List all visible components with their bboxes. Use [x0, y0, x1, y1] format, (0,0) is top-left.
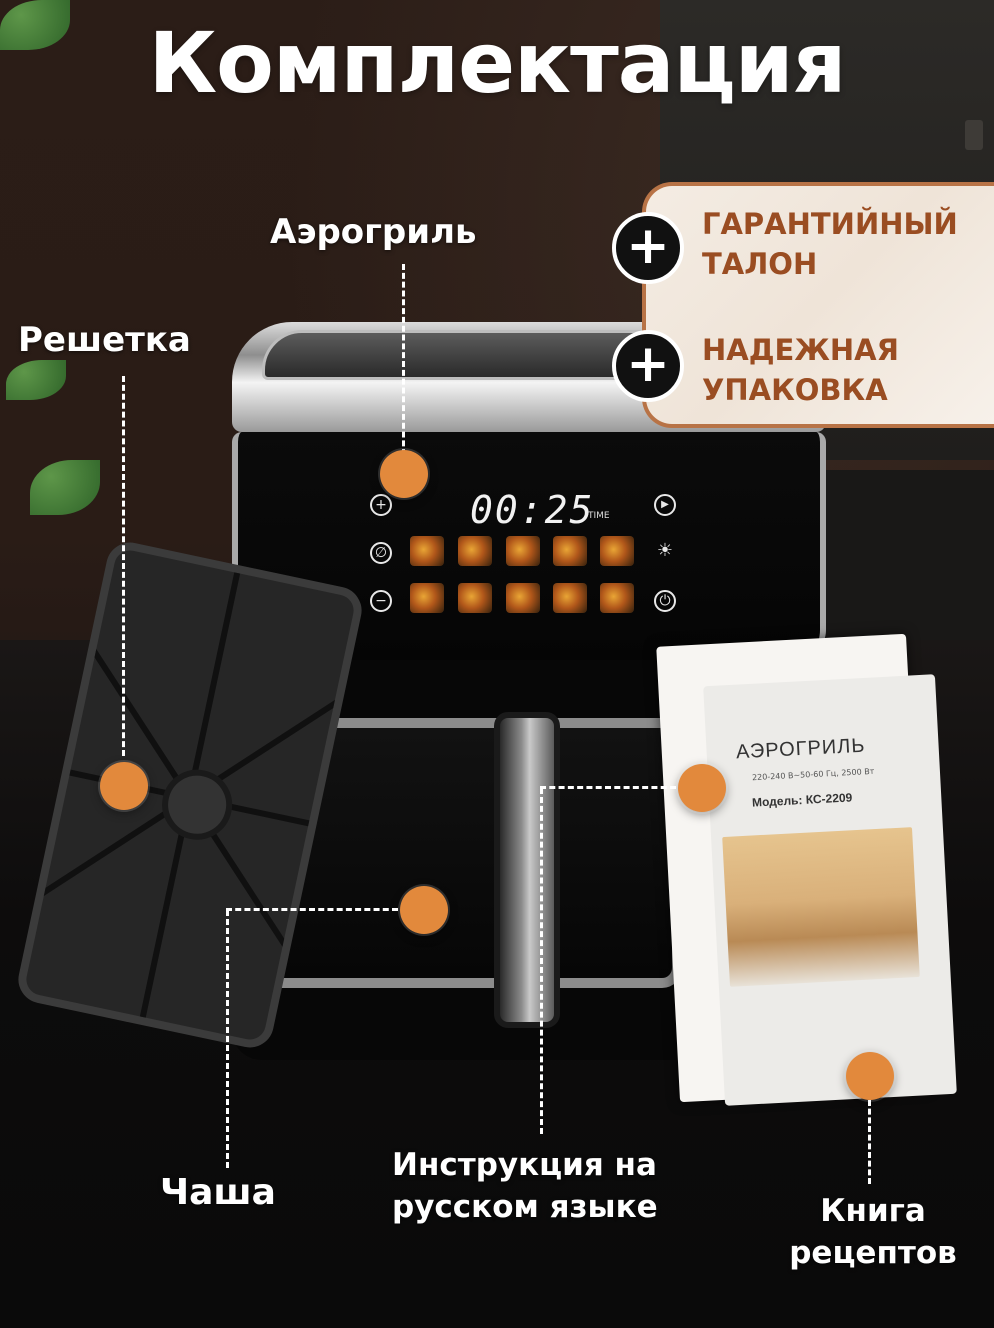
plus-icon: +: [612, 330, 684, 402]
label-instruction: Инструкция на русском языке: [392, 1144, 658, 1228]
extra-warranty: ГАРАНТИЙНЫЙ ТАЛОН: [702, 204, 958, 284]
marker-dot: [100, 762, 148, 810]
preset-vegetables-icon: [553, 536, 587, 566]
label-aerogril: Аэрогриль: [270, 212, 477, 252]
display-time-unit: TIME: [588, 511, 610, 521]
leader-line: [122, 376, 125, 756]
leader-line: [540, 788, 543, 1134]
leaf-decoration: [6, 360, 66, 400]
cabinet-handle: [965, 120, 983, 150]
recipe-book-photo: [722, 827, 920, 987]
marker-dot: [380, 450, 428, 498]
rack-rib: [186, 542, 247, 799]
preset-fries-icon: [410, 536, 444, 566]
leader-line: [868, 1100, 871, 1184]
extra-warranty-line1: ГАРАНТИЙНЫЙ: [702, 207, 958, 241]
basket-handle: [494, 712, 560, 1028]
extra-packaging-line1: НАДЕЖНАЯ: [702, 333, 899, 367]
marker-dot: [400, 886, 448, 934]
preset-chicken-icon: [600, 536, 634, 566]
marker-dot: [846, 1052, 894, 1100]
shake-control-icon: ∅: [370, 542, 392, 564]
leader-line: [226, 908, 398, 911]
preset-sausage-icon: [600, 583, 634, 613]
preset-steak-icon: [458, 536, 492, 566]
extra-packaging: НАДЕЖНАЯ УПАКОВКА: [702, 330, 899, 410]
leader-line: [402, 264, 405, 464]
plus-control-icon: +: [370, 494, 392, 516]
extra-packaging-line2: УПАКОВКА: [702, 373, 888, 407]
plus-icon: +: [612, 212, 684, 284]
preset-skewers-icon: [506, 583, 540, 613]
extras-card: [642, 182, 994, 428]
leader-line: [226, 910, 229, 1168]
preset-shrimp-icon: [506, 536, 540, 566]
label-instruction-line1: Инструкция на: [392, 1147, 657, 1183]
extra-warranty-line2: ТАЛОН: [702, 247, 818, 281]
leaf-decoration: [30, 460, 100, 515]
light-icon: ☀: [656, 540, 674, 561]
preset-wings-icon: [458, 583, 492, 613]
label-reshetka: Решетка: [18, 320, 191, 360]
power-icon: ⏻: [654, 590, 676, 612]
label-chasha: Чаша: [160, 1172, 276, 1213]
label-kniga: Книга рецептов: [778, 1190, 968, 1274]
page-title: Комплектация: [148, 14, 847, 112]
label-kniga-line1: Книга: [820, 1193, 926, 1229]
basket-window: [262, 718, 682, 988]
preset-corn-icon: [410, 583, 444, 613]
label-kniga-line2: рецептов: [789, 1235, 957, 1271]
leader-line: [540, 786, 676, 789]
minus-control-icon: −: [370, 590, 392, 612]
play-pause-icon: ▶: [654, 494, 676, 516]
label-instruction-line2: русском языке: [392, 1189, 658, 1225]
preset-pizza-icon: [553, 583, 587, 613]
marker-dot: [678, 764, 726, 812]
display-time: 00:25: [470, 488, 595, 532]
